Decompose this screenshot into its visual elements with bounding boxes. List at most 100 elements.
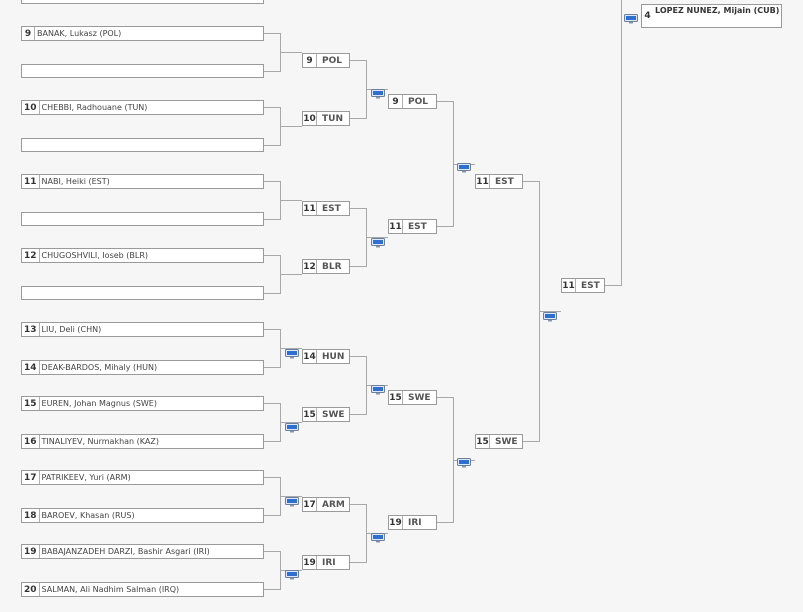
bracket-slot[interactable]: 16 TINALIYEV, Nurmakhan (KAZ) (21, 434, 264, 449)
athlete-name[interactable]: DEAK-BARDOS, Mihaly (HUN) (41, 363, 158, 372)
connector-line (437, 226, 453, 227)
round2-result[interactable]: 17 ARM (302, 497, 350, 512)
connector-line (264, 329, 280, 330)
connector-line (437, 522, 453, 523)
athlete-name[interactable]: BAROEV, Khasan (RUS) (41, 511, 135, 520)
round4-result[interactable]: 15 SWE (475, 434, 523, 449)
bracket-slot (21, 0, 264, 4)
connector-line (539, 311, 561, 312)
country-code: TUN (322, 113, 343, 124)
round2-result[interactable]: 15 SWE (302, 407, 350, 422)
round5-result[interactable]: 11 EST (561, 278, 605, 293)
seed-number: 11 (562, 279, 576, 292)
country-code: EST (581, 280, 600, 291)
bracket-slot-empty (21, 138, 264, 152)
bracket-slot[interactable]: 19 BABAJANZADEH DARZI, Bashir Asgari (IR… (21, 544, 264, 559)
round2-result[interactable]: 14 HUN (302, 349, 350, 364)
seed-number: 15 (22, 397, 40, 410)
seed-number: 19 (22, 545, 40, 558)
athlete-name[interactable]: CHEBBI, Radhouane (TUN) (41, 103, 148, 112)
round2-result[interactable]: 19 IRI (302, 555, 350, 570)
monitor-icon[interactable] (371, 528, 385, 543)
bracket-slot[interactable]: 13 LIU, Deli (CHN) (21, 322, 264, 337)
connector-line (264, 293, 280, 294)
bracket-slot[interactable]: 14 DEAK-BARDOS, Mihaly (HUN) (21, 360, 264, 375)
seed-number: 10 (22, 101, 40, 114)
round3-result[interactable]: 15 SWE (388, 390, 437, 405)
seed-number: 10 (303, 112, 317, 125)
bracket-slot[interactable]: 12 CHUGOSHVILI, Ioseb (BLR) (21, 248, 264, 263)
bracket-slot[interactable]: 11 NABI, Heiki (EST) (21, 174, 264, 189)
seed-number: 9 (22, 27, 35, 40)
athlete-name[interactable]: EUREN, Johan Magnus (SWE) (41, 399, 157, 408)
round2-result[interactable]: 12 BLR (302, 259, 350, 274)
country-code: BLR (322, 261, 342, 272)
seed-number: 9 (389, 95, 403, 108)
connector-line (264, 33, 280, 34)
bracket-slot[interactable]: 15 EUREN, Johan Magnus (SWE) (21, 396, 264, 411)
connector-line (280, 348, 302, 349)
connector-line (350, 60, 366, 61)
seed-number: 14 (303, 350, 317, 363)
seed-number: 19 (389, 516, 403, 529)
seed-number: 20 (22, 583, 40, 596)
round3-result[interactable]: 9 POL (388, 94, 437, 109)
bracket-slot[interactable]: 10 CHEBBI, Radhouane (TUN) (21, 100, 264, 115)
athlete-name[interactable]: PATRIKEEV, Yuri (ARM) (41, 473, 131, 482)
country-code: POL (322, 55, 342, 66)
seed-number: 15 (303, 408, 317, 421)
country-code: IRI (322, 557, 336, 568)
connector-line (523, 181, 539, 182)
monitor-icon[interactable] (457, 158, 471, 173)
round2-result[interactable]: 9 POL (302, 53, 350, 68)
monitor-icon[interactable] (371, 380, 385, 395)
monitor-icon[interactable] (285, 492, 299, 507)
monitor-icon[interactable] (371, 233, 385, 248)
bracket-slot[interactable]: 17 PATRIKEEV, Yuri (ARM) (21, 470, 264, 485)
connector-line (437, 397, 453, 398)
athlete-name[interactable]: NABI, Heiki (EST) (41, 177, 110, 186)
connector-line (264, 477, 280, 478)
monitor-icon[interactable] (543, 307, 557, 322)
athlete-name[interactable]: LOPEZ NUNEZ, Mijain (CUB) (655, 6, 780, 15)
seed-number: 9 (303, 54, 317, 67)
bracket-slot[interactable]: 18 BAROEV, Khasan (RUS) (21, 508, 264, 523)
athlete-name[interactable]: TINALIYEV, Nurmakhan (KAZ) (41, 437, 159, 446)
connector-line (280, 274, 302, 275)
final-opponent-slot[interactable]: 4 LOPEZ NUNEZ, Mijain (CUB) (641, 4, 782, 28)
monitor-icon[interactable] (457, 453, 471, 468)
connector-line (621, 0, 622, 286)
round4-result[interactable]: 11 EST (475, 174, 523, 189)
seed-number: 11 (476, 175, 490, 188)
connector-line (350, 504, 366, 505)
connector-line (366, 237, 388, 238)
athlete-name[interactable]: CHUGOSHVILI, Ioseb (BLR) (41, 251, 149, 260)
round3-result[interactable]: 11 EST (388, 219, 437, 234)
monitor-icon[interactable] (624, 9, 638, 24)
country-code: ARM (322, 499, 345, 510)
monitor-icon[interactable] (371, 84, 385, 99)
monitor-icon[interactable] (285, 418, 299, 433)
athlete-name[interactable]: BANAK, Lukasz (POL) (37, 29, 122, 38)
connector-line (264, 367, 280, 368)
round2-result[interactable]: 10 TUN (302, 111, 350, 126)
bracket-slot[interactable]: 9 BANAK, Lukasz (POL) (21, 26, 264, 41)
country-code: SWE (322, 409, 345, 420)
seed-number: 14 (22, 361, 40, 374)
round2-result[interactable]: 11 EST (302, 201, 350, 216)
seed-number: 16 (22, 435, 40, 448)
bracket-slot-empty (21, 286, 264, 300)
seed-number: 11 (389, 220, 403, 233)
monitor-icon[interactable] (285, 344, 299, 359)
seed-number: 17 (22, 471, 40, 484)
monitor-icon[interactable] (285, 565, 299, 580)
athlete-name[interactable]: SALMAN, Ali Nadhim Salman (IRQ) (41, 585, 180, 594)
connector-line (264, 515, 280, 516)
bracket-slot[interactable]: 20 SALMAN, Ali Nadhim Salman (IRQ) (21, 582, 264, 597)
connector-line (264, 255, 280, 256)
athlete-name[interactable]: LIU, Deli (CHN) (41, 325, 102, 334)
seed-number: 19 (303, 556, 317, 569)
round3-result[interactable]: 19 IRI (388, 515, 437, 530)
connector-line (264, 403, 280, 404)
athlete-name[interactable]: BABAJANZADEH DARZI, Bashir Asgari (IRI) (41, 547, 210, 556)
